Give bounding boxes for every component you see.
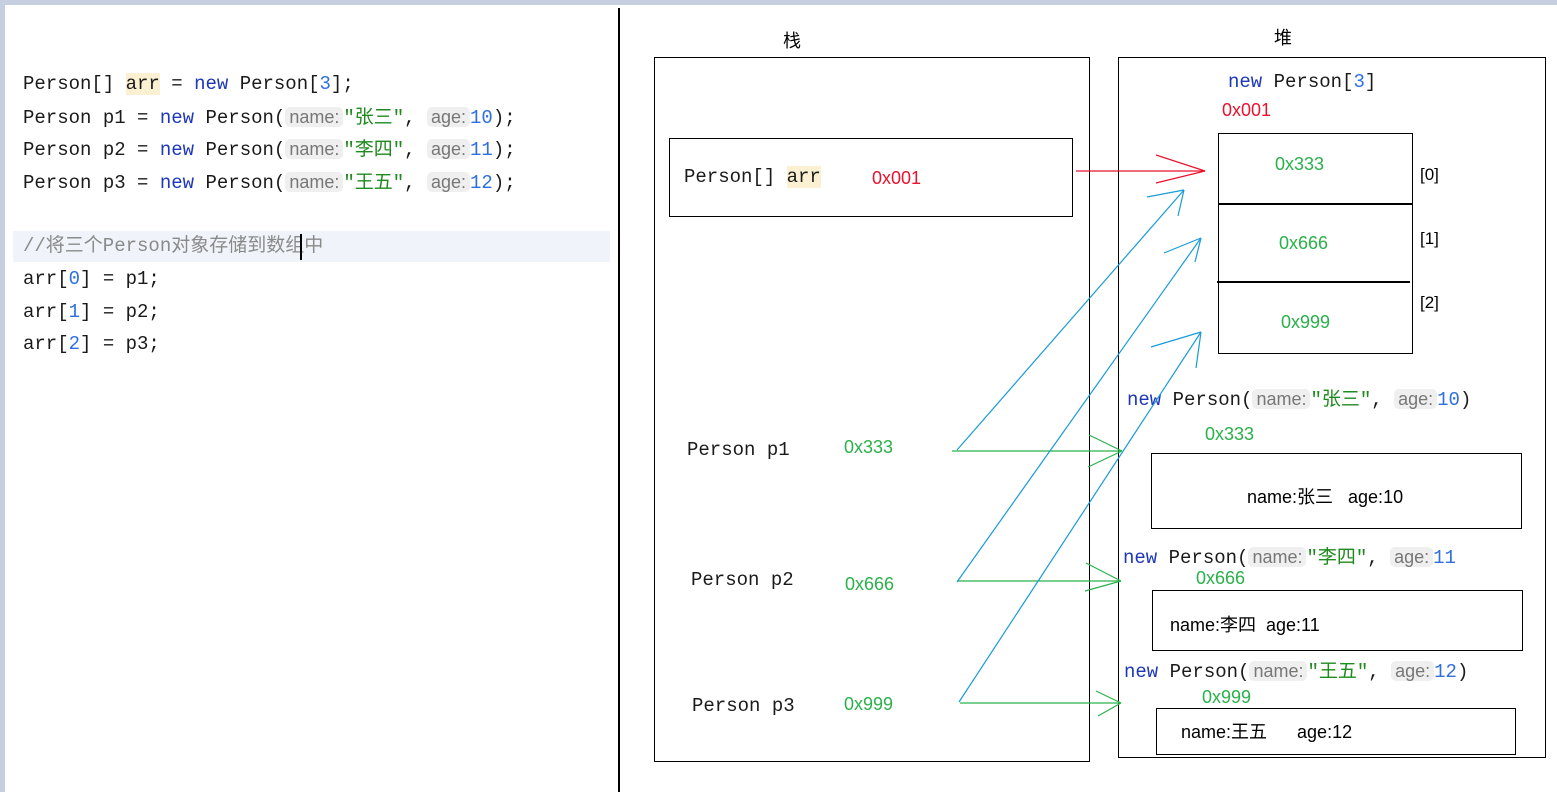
- array-cell-0-value: 0x333: [1275, 154, 1325, 174]
- array-cell-2-value: 0x999: [1281, 312, 1331, 332]
- heap-object-1-content: name:张三 age:10: [1247, 487, 1404, 507]
- heap-object-1-box: [1151, 453, 1522, 529]
- code-line-1: Person[] arr = new Person[3];: [23, 73, 354, 95]
- heap-object-3-addr: 0x999: [1202, 687, 1252, 707]
- stack-arr-addr: 0x001: [872, 168, 922, 188]
- param-hint-age: age:: [426, 172, 471, 192]
- stack-arr-decl: Person[] arr: [684, 166, 821, 188]
- stack-var-p3: Person p3: [692, 695, 795, 717]
- code-line-3: Person p2 = new Person(name:"李四", age:11…: [23, 139, 516, 161]
- text-caret: [300, 234, 302, 260]
- heap-object-1-addr: 0x333: [1205, 424, 1255, 444]
- heap-title: 堆: [1274, 28, 1292, 48]
- array-cell-divider: [1217, 281, 1410, 283]
- heap-object-2-addr: 0x666: [1196, 568, 1246, 588]
- param-hint-name: name:: [285, 139, 344, 159]
- window-top-border: [0, 0, 1557, 5]
- array-index-0: [0]: [1420, 165, 1439, 184]
- editor-gutter: [0, 0, 5, 792]
- heap-object-2-expr: new Person(name:"李四", age:11: [1123, 547, 1456, 569]
- array-cell-divider: [1218, 203, 1413, 205]
- heap-array-addr: 0x001: [1222, 100, 1272, 120]
- arrow-cell2-to-object: [958, 331, 1202, 703]
- arrow-cell0-to-object: [956, 189, 1185, 451]
- stack-var-p3-addr: 0x999: [844, 694, 894, 714]
- param-hint-name: name:: [285, 172, 344, 192]
- array-cell-1-value: 0x666: [1279, 233, 1329, 253]
- code-line-assign-2: arr[2] = p3;: [23, 333, 160, 355]
- stack-var-p2-addr: 0x666: [845, 574, 895, 594]
- code-line-assign-1: arr[1] = p2;: [23, 301, 160, 323]
- stack-var-p1: Person p1: [687, 439, 790, 461]
- heap-object-2-content: name:李四 age:11: [1170, 615, 1320, 635]
- arrow-cell1-to-object: [956, 237, 1202, 583]
- stack-var-p1-addr: 0x333: [844, 437, 894, 457]
- arrow-p1-to-object: [952, 434, 1123, 468]
- heap-object-3-box: [1156, 708, 1516, 755]
- arrow-arr-to-array: [1076, 154, 1206, 184]
- arrow-p3-to-object: [960, 690, 1122, 717]
- param-hint-name: name:: [285, 107, 344, 127]
- panel-divider: [618, 8, 620, 792]
- heap-object-3-content: name:王五 age:12: [1181, 722, 1353, 742]
- param-hint-age: age:: [426, 139, 471, 159]
- param-hint-age: age:: [426, 107, 471, 127]
- stack-title: 栈: [783, 31, 801, 51]
- heap-object-2-box: [1152, 590, 1523, 651]
- current-line-highlight: [13, 231, 610, 262]
- heap-region: [1118, 57, 1546, 758]
- code-line-assign-0: arr[0] = p1;: [23, 268, 160, 290]
- stack-region: [654, 57, 1090, 762]
- arrow-p2-to-object: [957, 562, 1122, 592]
- heap-object-1-expr: new Person(name:"张三", age:10): [1127, 389, 1472, 411]
- heap-object-3-expr: new Person(name:"王五", age:12): [1124, 661, 1469, 683]
- array-index-1: [1]: [1420, 229, 1439, 248]
- stack-var-p2: Person p2: [691, 569, 794, 591]
- code-line-2: Person p1 = new Person(name:"张三", age:10…: [23, 107, 516, 129]
- heap-array-box: [1218, 133, 1413, 354]
- array-index-2: [2]: [1420, 293, 1439, 312]
- stack-arr-box: [669, 138, 1073, 217]
- code-comment: //将三个Person对象存储到数组中: [23, 235, 324, 257]
- heap-array-expr: new Person[3]: [1228, 71, 1377, 93]
- code-line-4: Person p3 = new Person(name:"王五", age:12…: [23, 172, 516, 194]
